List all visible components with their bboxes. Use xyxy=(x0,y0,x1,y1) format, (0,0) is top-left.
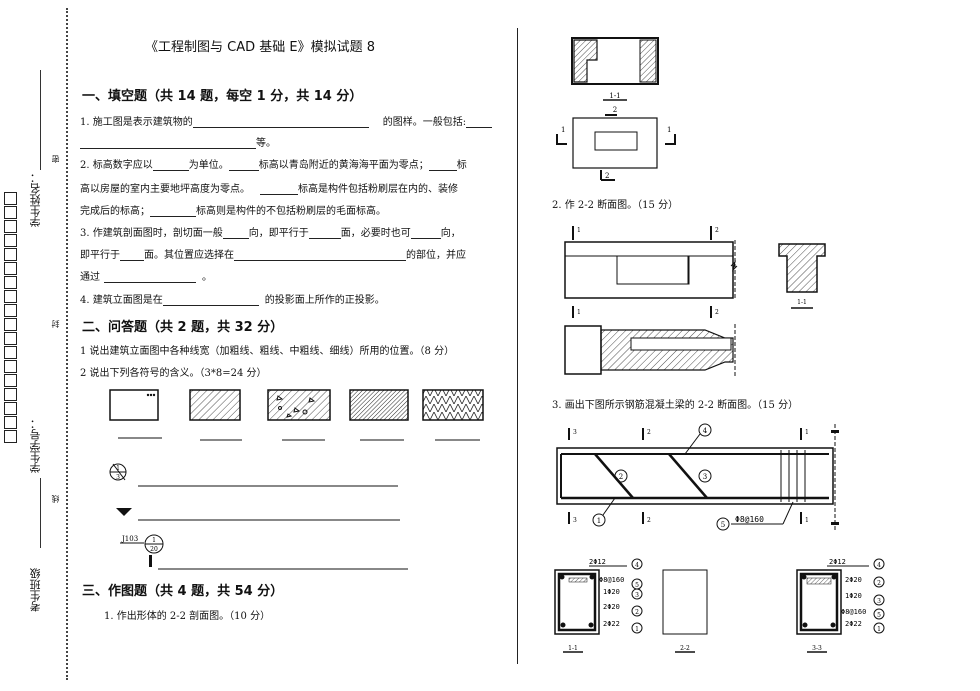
class-label: 考生班级 xyxy=(29,568,42,612)
svg-text:2: 2 xyxy=(647,429,651,436)
column-divider xyxy=(517,28,518,664)
question-4: 4. 建筑立面图是在的投影面上所作的正投影。 xyxy=(80,295,385,306)
draw-1: 1. 作出形体的 2-2 剖面图。（10 分） xyxy=(104,611,271,622)
svg-text:2Φ20: 2Φ20 xyxy=(845,576,862,584)
svg-text:3: 3 xyxy=(877,598,881,605)
detail-symbol: J103 1 20 xyxy=(120,534,164,567)
svg-text:Φ8@160: Φ8@160 xyxy=(599,576,624,584)
svg-text:2: 2 xyxy=(613,106,617,114)
svg-text:3: 3 xyxy=(703,473,707,481)
svg-text:2Φ22: 2Φ22 xyxy=(845,620,862,628)
stirrup-label: Φ8@160 xyxy=(735,515,764,524)
svg-text:2Φ12: 2Φ12 xyxy=(829,558,846,566)
svg-text:1-1: 1-1 xyxy=(797,299,807,306)
question-1-cont: 等。 xyxy=(80,134,276,149)
label-1-1: 1-1 xyxy=(609,92,620,100)
svg-text:1: 1 xyxy=(577,309,581,316)
seal-mark-3: 线 xyxy=(51,495,60,503)
svg-text:2: 2 xyxy=(647,517,651,524)
figure-2: 1 2 1 2 1-1 xyxy=(564,226,826,378)
svg-text:2Φ22: 2Φ22 xyxy=(603,620,620,628)
index-top: 1 xyxy=(116,465,120,472)
seal-mark-1: 密 xyxy=(51,155,60,163)
qa-1: 1 说出建筑立面图中各种线宽（加粗线、粗线、中粗线、细线）所用的位置。（8 分） xyxy=(80,346,455,357)
detail-code: J103 xyxy=(121,535,138,543)
svg-text:1-1: 1-1 xyxy=(568,645,578,652)
symbol-box-3 xyxy=(267,389,331,421)
svg-text:2: 2 xyxy=(715,309,719,316)
draw-3: 3. 画出下图所示钢筋混凝土梁的 2-2 断面图。（15 分） xyxy=(552,400,799,411)
detail-den: 20 xyxy=(150,546,158,553)
section-1-1: 2Φ12 4 Φ8@160 5 1Φ20 3 2Φ20 2 2Φ22 1 1-1 xyxy=(554,558,643,653)
material-symbols xyxy=(109,389,484,441)
qa-2: 2 说出下列各符号的含义。（3*8=24 分） xyxy=(80,368,267,379)
svg-text:1: 1 xyxy=(805,429,809,436)
elevation-triangle-icon xyxy=(116,508,132,516)
blank[interactable] xyxy=(192,116,369,128)
svg-text:3: 3 xyxy=(573,517,577,524)
svg-text:2Φ20: 2Φ20 xyxy=(603,603,620,611)
svg-text:1: 1 xyxy=(597,517,601,525)
svg-text:Φ8@160: Φ8@160 xyxy=(841,608,866,616)
svg-text:1: 1 xyxy=(667,126,671,134)
svg-text:5: 5 xyxy=(877,612,881,619)
symbol-box-4 xyxy=(349,389,409,421)
detail-num: 1 xyxy=(152,537,156,544)
question-2: 2. 标高数字应以为单位。标高以青岛附近的黄海海平面为零点；标 xyxy=(80,160,467,171)
svg-text:2Φ12: 2Φ12 xyxy=(589,558,606,566)
symbol-box-5 xyxy=(422,389,484,421)
blank[interactable] xyxy=(466,116,493,128)
binding-dotted-line xyxy=(66,8,68,680)
index-bottom: 3 xyxy=(116,474,120,481)
svg-text:2: 2 xyxy=(635,609,639,616)
section-3-3: 2Φ12 4 2Φ20 2 1Φ20 3 Φ8@160 5 2Φ22 1 3-3 xyxy=(796,558,885,653)
question-3: 3. 作建筑剖面图时，剖切面一般向，即平行于面，必要时也可向， xyxy=(80,228,461,239)
svg-text:2: 2 xyxy=(715,227,719,234)
student-name-label: 学生姓名： xyxy=(29,172,42,227)
student-id-label: 学生学号： xyxy=(29,418,42,473)
symbol-box-2 xyxy=(189,389,241,421)
section-2-2: 2-2 xyxy=(662,569,708,653)
binding-margin: 学生姓名： 学生学号： 考生班级 密 封 线 xyxy=(0,0,72,691)
svg-text:5: 5 xyxy=(635,582,639,589)
draw-2: 2. 作 2-2 断面图。（15 分） xyxy=(552,200,679,211)
svg-text:1: 1 xyxy=(635,626,639,633)
svg-text:2: 2 xyxy=(619,473,623,481)
figure-1: 1-1 2 1 1 2 xyxy=(556,37,676,181)
figure-4-sections: 2Φ12 4 Φ8@160 5 1Φ20 3 2Φ20 2 2Φ22 1 1-1… xyxy=(554,558,885,653)
svg-text:1Φ20: 1Φ20 xyxy=(845,592,862,600)
symbol-group: 1 3 J103 1 20 xyxy=(109,463,408,570)
section-1-heading: 一、填空题（共 14 题，每空 1 分，共 14 分） xyxy=(82,89,363,104)
student-id-boxes xyxy=(4,192,17,444)
svg-text:4: 4 xyxy=(877,562,881,569)
svg-text:1: 1 xyxy=(561,126,565,134)
figure-3-beam: 3 2 1 4 2 3 1 3 2 1 5 Φ8@160 xyxy=(556,423,839,531)
svg-text:4: 4 xyxy=(635,562,639,569)
question-1: 1. 施工图是表示建筑物的的图样。一般包括: xyxy=(80,113,493,128)
svg-text:1: 1 xyxy=(577,227,581,234)
svg-text:2: 2 xyxy=(605,172,609,180)
svg-text:3-3: 3-3 xyxy=(812,645,822,652)
page-title: 《工程制图与 CAD 基础 E》模拟试题 8 xyxy=(145,40,375,55)
class-underline xyxy=(40,478,41,548)
blank[interactable] xyxy=(80,137,256,149)
svg-text:2-2: 2-2 xyxy=(680,645,690,652)
section-2-heading: 二、问答题（共 2 题，共 32 分） xyxy=(82,320,284,335)
name-underline xyxy=(40,70,41,170)
svg-text:5: 5 xyxy=(721,521,725,529)
svg-text:1Φ20: 1Φ20 xyxy=(603,588,620,596)
svg-text:4: 4 xyxy=(703,427,708,435)
svg-text:3: 3 xyxy=(635,592,639,599)
svg-text:1: 1 xyxy=(877,626,881,633)
svg-text:3: 3 xyxy=(573,429,577,436)
symbol-box-1 xyxy=(109,389,159,421)
seal-mark-2: 封 xyxy=(51,320,60,328)
svg-text:2: 2 xyxy=(877,580,881,587)
section-3-heading: 三、作图题（共 4 题，共 54 分） xyxy=(82,584,284,599)
svg-text:1: 1 xyxy=(805,517,809,524)
index-symbol: 1 3 xyxy=(109,463,127,481)
